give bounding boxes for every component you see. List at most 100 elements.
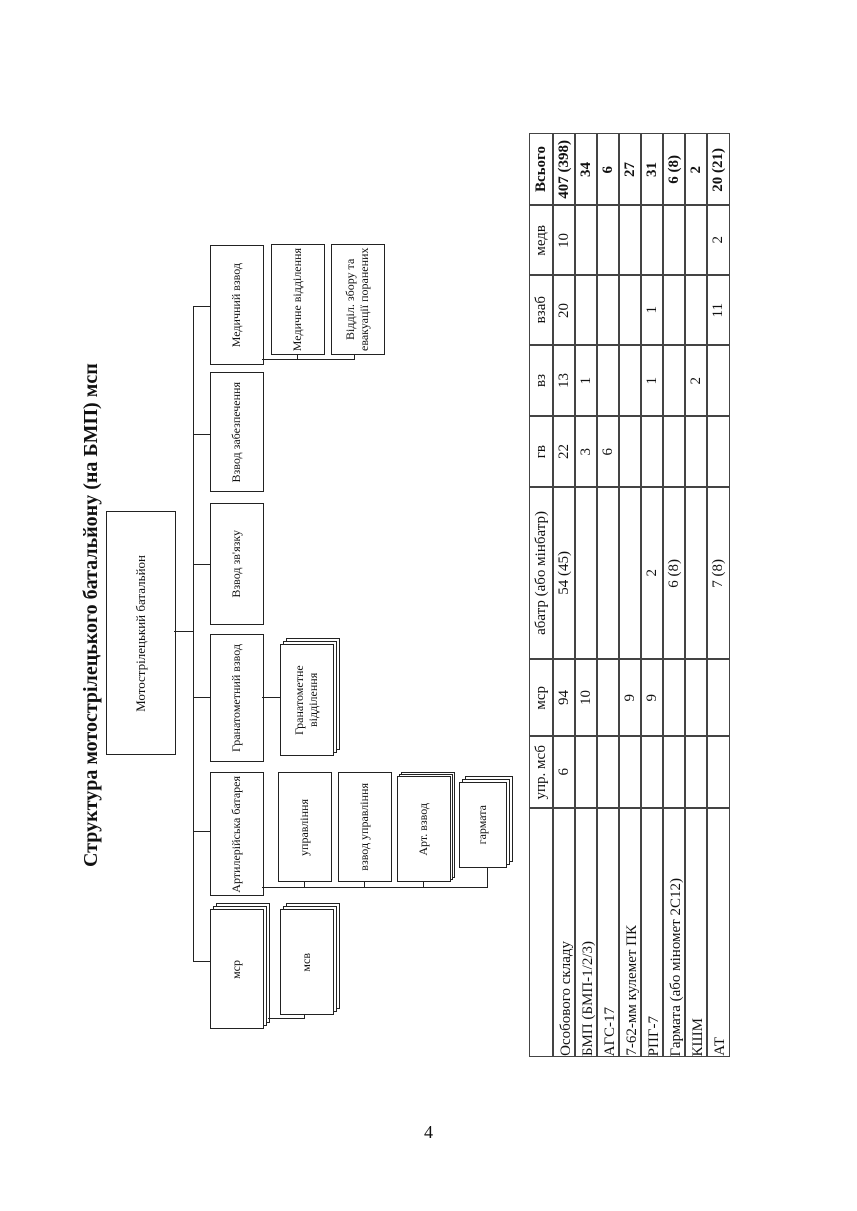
connector: [193, 697, 210, 698]
table-row-label: 7-62-мм кулемет ПК: [618, 807, 642, 1057]
table-cell: [596, 658, 620, 737]
table-cell: [618, 344, 642, 417]
table-cell: [618, 204, 642, 276]
table-header-cell: Всього: [529, 133, 554, 206]
table-header-cell: взаб: [529, 274, 554, 346]
table-cell: [640, 204, 664, 276]
table-cell: 6: [596, 133, 620, 206]
connector: [297, 353, 298, 360]
connector: [193, 961, 210, 962]
table-cell: [684, 204, 708, 276]
org-artillery-sub-control-platoon: взвод управління: [338, 772, 392, 882]
connector: [193, 434, 210, 435]
table-cell: [662, 204, 686, 276]
table-cell: [706, 658, 730, 737]
table-cell: 10: [552, 204, 576, 276]
cell-text: гв: [533, 444, 549, 459]
table-cell: [684, 486, 708, 660]
table-cell: 31: [640, 133, 664, 206]
connector: [174, 631, 194, 632]
org-sub-msv-label: мсв: [299, 952, 314, 972]
cell-text: 54 (45): [555, 551, 572, 595]
connector: [364, 880, 365, 888]
org-sub-msv: мсв: [280, 903, 340, 1015]
table-row-label: КШМ: [684, 807, 708, 1057]
table-cell: 407 (398): [552, 133, 576, 206]
connector: [354, 353, 355, 360]
table-header-cell: вз: [529, 344, 554, 417]
cell-text: 27: [621, 162, 638, 177]
page-number: 4: [424, 1122, 433, 1142]
table-cell: 7 (8): [706, 486, 730, 660]
cell-text: АГС-17: [602, 1006, 618, 1056]
cell-text: 6: [599, 447, 616, 456]
table-cell: 20 (21): [706, 133, 730, 206]
cell-text: 6 (8): [665, 155, 682, 184]
org-root-box: Мотострілецький батальйон: [106, 511, 176, 755]
cell-text: 1: [643, 376, 660, 385]
cell-text: РПГ-7: [646, 1015, 662, 1056]
org-unit-artillery: Артилерійська батарея: [210, 772, 264, 896]
cell-text: 9: [643, 693, 660, 702]
table-cell: 54 (45): [552, 486, 576, 660]
cell-text: Всього: [533, 146, 549, 193]
cell-text: АТ: [712, 1037, 728, 1056]
table-cell: [596, 735, 620, 809]
org-root-label: Мотострілецький батальйон: [132, 554, 148, 712]
table-cell: 2: [640, 486, 664, 660]
cell-text: БМП (БМП-1/2/3): [580, 940, 596, 1056]
cell-text: 10: [555, 232, 572, 248]
cell-text: 31: [643, 162, 660, 177]
table-header-cell: медв: [529, 204, 554, 276]
connector: [423, 880, 424, 888]
cell-text: 13: [555, 373, 572, 388]
cell-text: вз: [533, 373, 549, 387]
cell-text: КШМ: [690, 1017, 706, 1056]
cell-text: 6 (8): [665, 558, 682, 588]
table-cell: [596, 274, 620, 346]
org-unit-signal: Взвод зв'язку: [210, 503, 264, 625]
connector: [193, 306, 210, 307]
table-cell: 6 (8): [662, 133, 686, 206]
cell-text: взаб: [533, 296, 549, 324]
cell-text: 2: [687, 376, 704, 385]
table-cell: [596, 486, 620, 660]
cell-text: 9: [621, 693, 638, 702]
table-row-label: Особового складу: [552, 807, 576, 1057]
connector: [262, 359, 354, 360]
table-cell: 27: [618, 133, 642, 206]
table-cell: 94: [552, 658, 576, 737]
table-header-cell: абатр (або мінбатр): [529, 486, 554, 660]
cell-text: 3: [577, 447, 594, 456]
table-cell: [618, 274, 642, 346]
table-cell: 2: [706, 204, 730, 276]
table-cell: 3: [574, 415, 598, 488]
table-cell: [684, 274, 708, 346]
table-cell: [596, 204, 620, 276]
table-cell: [640, 415, 664, 488]
org-unit-msr: мср: [210, 903, 270, 1029]
table-cell: [662, 415, 686, 488]
org-grenade-sub: Гранатометне відділення: [280, 638, 340, 756]
table-cell: 2: [684, 133, 708, 206]
connector: [193, 564, 210, 565]
table-row-label: БМП (БМП-1/2/3): [574, 807, 598, 1057]
table-cell: 22: [552, 415, 576, 488]
table-cell: 9: [640, 658, 664, 737]
cell-text: мср: [533, 685, 549, 710]
cell-text: 6: [599, 165, 616, 174]
table-cell: [618, 486, 642, 660]
cell-text: 34: [577, 162, 594, 177]
table-cell: [574, 735, 598, 809]
cell-text: 6: [555, 768, 572, 776]
cell-text: абатр (або мінбатр): [533, 511, 549, 635]
connector: [193, 306, 194, 962]
table-cell: 20: [552, 274, 576, 346]
connector: [262, 887, 488, 888]
org-unit-medical: Медичний взвод: [210, 245, 264, 365]
table-cell: 2: [684, 344, 708, 417]
org-artillery-sub-platoon: Арт. взвод: [397, 772, 455, 882]
org-artillery-sub-management: управління: [278, 772, 332, 882]
connector: [487, 866, 488, 888]
table-row-label: АТ: [706, 807, 730, 1057]
